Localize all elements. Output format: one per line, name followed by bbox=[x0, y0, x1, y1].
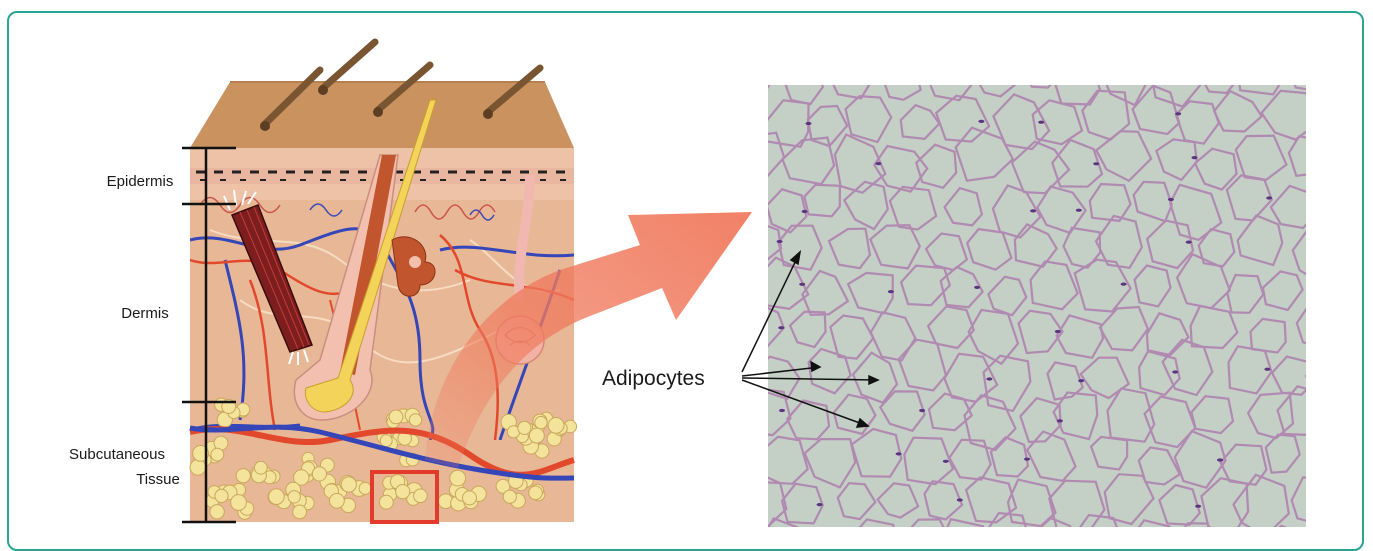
label-tissue: Tissue bbox=[136, 471, 180, 488]
adipose-micrograph bbox=[733, 50, 1366, 547]
callout-adipocytes: Adipocytes bbox=[602, 367, 705, 390]
label-dermis: Dermis bbox=[121, 305, 169, 322]
skin-cross-section: Epidermis Dermis Subcutaneous Tissue bbox=[69, 42, 577, 522]
label-subcutaneous: Subcutaneous bbox=[69, 446, 165, 463]
label-epidermis: Epidermis bbox=[107, 173, 174, 190]
